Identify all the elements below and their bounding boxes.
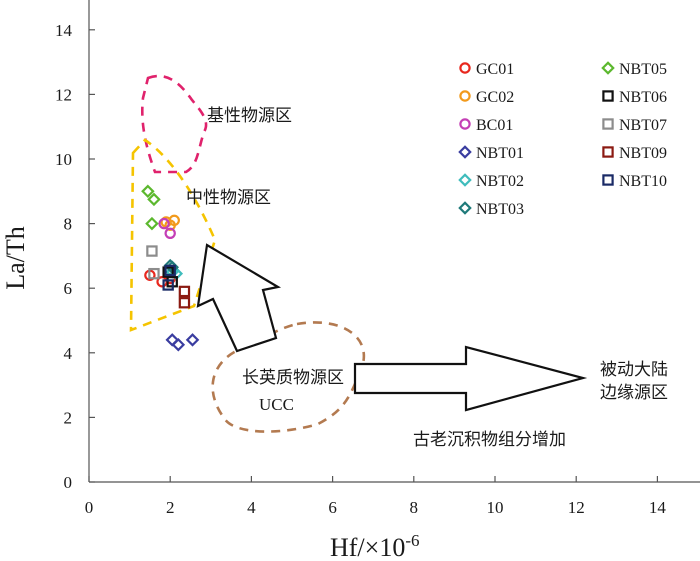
legend-label-nbt09: NBT09 bbox=[619, 145, 667, 162]
x-tick-label: 12 bbox=[568, 498, 585, 517]
y-axis-ticks: 0 2 4 6 8 10 12 14 bbox=[55, 21, 95, 492]
old-sediment-label: 古老沉积物组分增加 bbox=[413, 430, 566, 449]
legend-marker-nbt02 bbox=[458, 173, 472, 187]
legend-label-gc01: GC01 bbox=[476, 61, 514, 78]
legend-marker-bc01 bbox=[459, 118, 471, 130]
axes: 0 2 4 6 8 10 12 14 0 2 4 6 8 10 12 14 bbox=[55, 0, 700, 517]
passive-margin-label-line1: 被动大陆 bbox=[600, 360, 668, 379]
legend-marker-gc02 bbox=[459, 90, 471, 102]
data-point-nbt03 bbox=[163, 258, 177, 273]
x-axis-ticks: 0 2 4 6 8 10 12 14 bbox=[85, 476, 667, 517]
legend-label-nbt01: NBT01 bbox=[476, 145, 524, 162]
data-point-nbt05 bbox=[147, 192, 161, 207]
data-point-nbt01 bbox=[171, 337, 186, 352]
legend-label-nbt05: NBT05 bbox=[619, 61, 667, 78]
x-axis-label: Hf/×10-6 bbox=[330, 531, 420, 561]
y-tick-label: 6 bbox=[64, 279, 73, 298]
legend-label-nbt02: NBT02 bbox=[476, 173, 524, 190]
x-tick-label: 10 bbox=[487, 498, 504, 517]
y-tick-label: 10 bbox=[55, 150, 72, 169]
felsic-source-label: 长英质物源区 bbox=[242, 368, 344, 387]
trend-arrows bbox=[196, 243, 588, 412]
x-tick-label: 6 bbox=[328, 498, 337, 517]
data-point-nbt09 bbox=[178, 285, 191, 298]
x-axis-label-sup: -6 bbox=[405, 531, 419, 550]
mafic-source-region bbox=[141, 74, 208, 174]
legend-marker-nbt10 bbox=[602, 174, 614, 186]
data-point-nbt05 bbox=[141, 184, 155, 199]
provenance-regions bbox=[129, 74, 366, 433]
intermediate-source-label: 中性物源区 bbox=[186, 188, 271, 207]
data-point-gc02 bbox=[164, 219, 176, 231]
legend-marker-nbt06 bbox=[602, 90, 614, 102]
legend-label-nbt10: NBT10 bbox=[619, 173, 667, 190]
y-tick-label: 14 bbox=[55, 21, 73, 40]
y-tick-label: 8 bbox=[64, 215, 73, 234]
legend-marker-nbt03 bbox=[458, 201, 472, 215]
legend-marker-nbt09 bbox=[602, 146, 614, 158]
data-point-nbt05 bbox=[145, 216, 159, 231]
legend-marker-nbt07 bbox=[602, 118, 614, 130]
data-point-nbt07 bbox=[146, 245, 158, 257]
legend-label-nbt03: NBT03 bbox=[476, 201, 524, 218]
legend-marker-gc01 bbox=[459, 62, 471, 74]
data-point-nbt09 bbox=[178, 297, 191, 309]
data-points bbox=[141, 184, 200, 352]
data-point-nbt10 bbox=[164, 264, 176, 277]
legend-label-nbt06: NBT06 bbox=[619, 89, 667, 106]
data-point-bc01 bbox=[158, 217, 170, 230]
y-tick-label: 4 bbox=[64, 344, 73, 363]
x-tick-label: 2 bbox=[166, 498, 175, 517]
x-tick-label: 0 bbox=[85, 498, 94, 517]
x-tick-label: 14 bbox=[649, 498, 667, 517]
y-tick-label: 0 bbox=[64, 473, 73, 492]
y-axis-label: La/Th bbox=[1, 226, 30, 290]
felsic-trend-arrow bbox=[196, 243, 282, 353]
passive-margin-label-line2: 边缘源区 bbox=[600, 383, 668, 402]
x-tick-label: 4 bbox=[247, 498, 256, 517]
data-point-nbt07 bbox=[148, 267, 160, 280]
legend-label-gc02: GC02 bbox=[476, 89, 514, 106]
legend-label-bc01: BC01 bbox=[476, 117, 513, 134]
data-point-nbt01 bbox=[185, 333, 200, 347]
y-tick-label: 2 bbox=[64, 408, 73, 427]
mafic-source-label: 基性物源区 bbox=[207, 106, 292, 125]
legend-marker-nbt01 bbox=[458, 145, 472, 159]
data-point-nbt10 bbox=[162, 279, 174, 291]
ucc-label: UCC bbox=[259, 395, 294, 414]
passive-margin-arrow bbox=[353, 345, 588, 412]
legend-label-nbt07: NBT07 bbox=[619, 117, 667, 134]
felsic-source-region bbox=[211, 321, 366, 433]
y-tick-label: 12 bbox=[55, 85, 72, 104]
legend-marker-nbt05 bbox=[601, 61, 615, 75]
data-point-bc01 bbox=[164, 227, 176, 239]
x-tick-label: 8 bbox=[410, 498, 419, 517]
